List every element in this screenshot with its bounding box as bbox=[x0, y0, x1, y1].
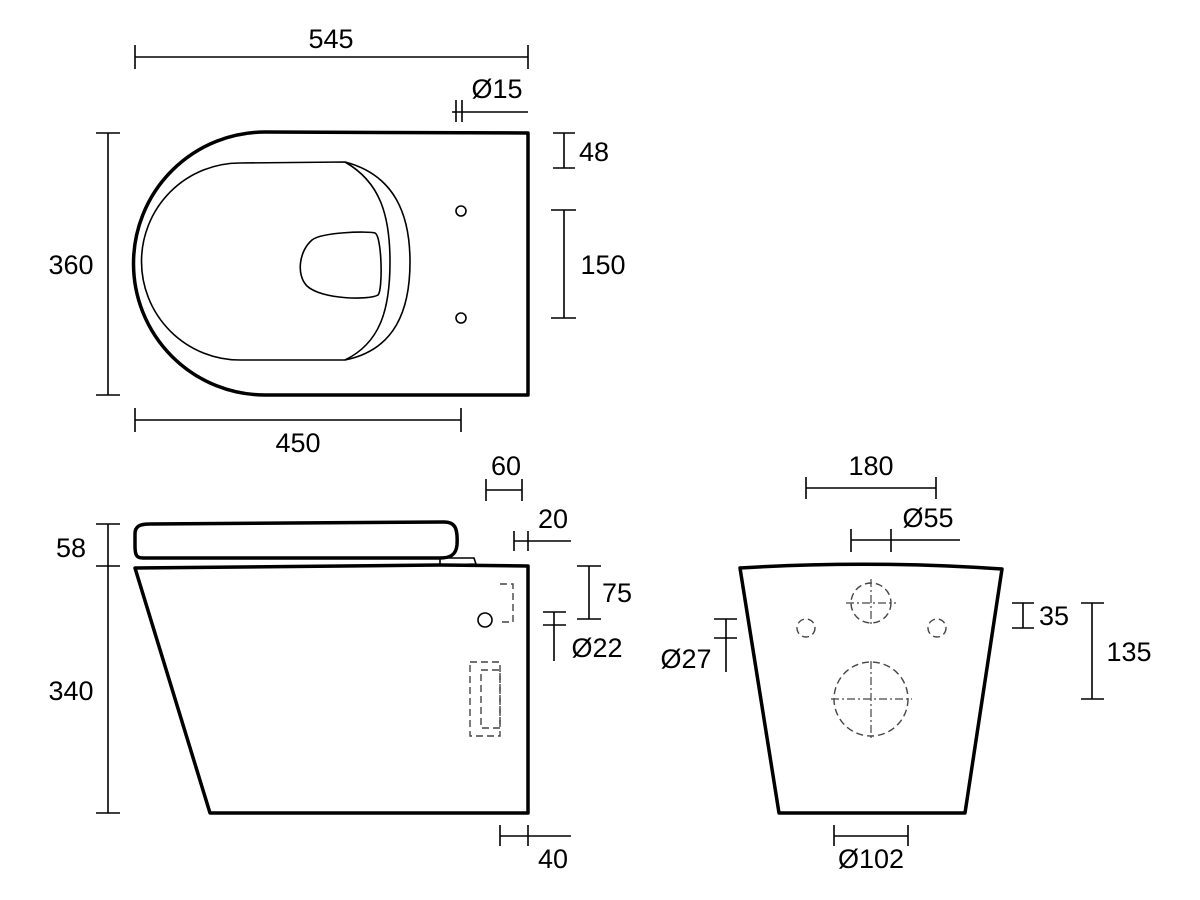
fixing-hole-hidden bbox=[927, 618, 947, 638]
dim-label: 40 bbox=[538, 844, 568, 874]
dim-inlet-diameter: Ø22 bbox=[543, 611, 623, 663]
dim-label: Ø15 bbox=[471, 74, 522, 104]
dim-inlet-diameter-rear: Ø55 bbox=[850, 503, 960, 552]
dim-label: Ø55 bbox=[902, 503, 953, 533]
dim-fixing-spacing: 180 bbox=[805, 451, 937, 499]
dim-seat-setback: 60 bbox=[485, 451, 523, 501]
dim-label: 135 bbox=[1106, 637, 1151, 667]
dim-overall-length: 545 bbox=[134, 24, 529, 69]
top-view: 545 Ø15 48 150 360 450 bbox=[48, 24, 625, 458]
dim-front-to-hole: 450 bbox=[134, 408, 462, 458]
dim-label: 545 bbox=[308, 24, 353, 54]
dim-pan-height: 340 bbox=[48, 566, 120, 814]
inlet-centerline bbox=[846, 579, 896, 626]
dim-label: 75 bbox=[602, 578, 632, 608]
dim-fixing-diameter: Ø27 bbox=[660, 618, 737, 674]
rear-view: 180 Ø55 35 135 Ø27 Ø102 bbox=[660, 451, 1151, 874]
dim-label: 360 bbox=[48, 250, 93, 280]
dim-label: Ø27 bbox=[660, 644, 711, 674]
dim-label: 180 bbox=[848, 451, 893, 481]
dim-label: Ø102 bbox=[838, 844, 904, 874]
hidden-outlet-inner bbox=[480, 669, 501, 729]
dim-label: 340 bbox=[48, 676, 93, 706]
fixing-hole-hidden bbox=[796, 618, 816, 638]
dim-label: 150 bbox=[580, 250, 625, 280]
side-view: 60 20 75 Ø22 58 340 40 bbox=[48, 451, 632, 874]
dim-label: 48 bbox=[579, 137, 609, 167]
dim-inlet-to-outlet: 135 bbox=[1081, 602, 1152, 700]
dim-label: 60 bbox=[491, 451, 521, 481]
fixing-hole bbox=[455, 312, 467, 324]
inlet-hole bbox=[477, 612, 493, 628]
dim-outlet-offset: 40 bbox=[499, 825, 571, 874]
outlet-centerline bbox=[831, 661, 912, 738]
seat-lid bbox=[133, 520, 459, 560]
bowl-opening bbox=[299, 231, 382, 299]
pan-outline-rear bbox=[738, 562, 1004, 815]
hidden-outlet bbox=[469, 661, 501, 737]
pan-outline-side bbox=[133, 563, 530, 815]
dim-rear-to-hole: 48 bbox=[553, 132, 609, 169]
dim-fixing-hole-diameter: Ø15 bbox=[452, 74, 528, 122]
dim-width: 360 bbox=[48, 132, 120, 396]
seat-outline bbox=[140, 161, 411, 361]
dim-seat-height: 58 bbox=[56, 523, 120, 567]
hidden-inlet bbox=[500, 583, 514, 623]
dim-label: 20 bbox=[538, 504, 568, 534]
dim-fixing-hole-spacing: 150 bbox=[551, 209, 626, 319]
dim-inlet-height: 75 bbox=[577, 565, 632, 620]
dim-label: 58 bbox=[56, 533, 86, 563]
dim-hinge-offset: 20 bbox=[513, 504, 571, 551]
dim-label: 450 bbox=[275, 428, 320, 458]
dim-outlet-diameter: Ø102 bbox=[833, 825, 909, 874]
dim-label: Ø22 bbox=[571, 633, 622, 663]
seat-inner-edge bbox=[344, 161, 391, 361]
dim-label: 35 bbox=[1039, 601, 1069, 631]
fixing-hole bbox=[455, 205, 467, 217]
dim-fixing-to-inlet: 35 bbox=[1012, 601, 1069, 631]
pan-outline-top bbox=[131, 130, 530, 397]
